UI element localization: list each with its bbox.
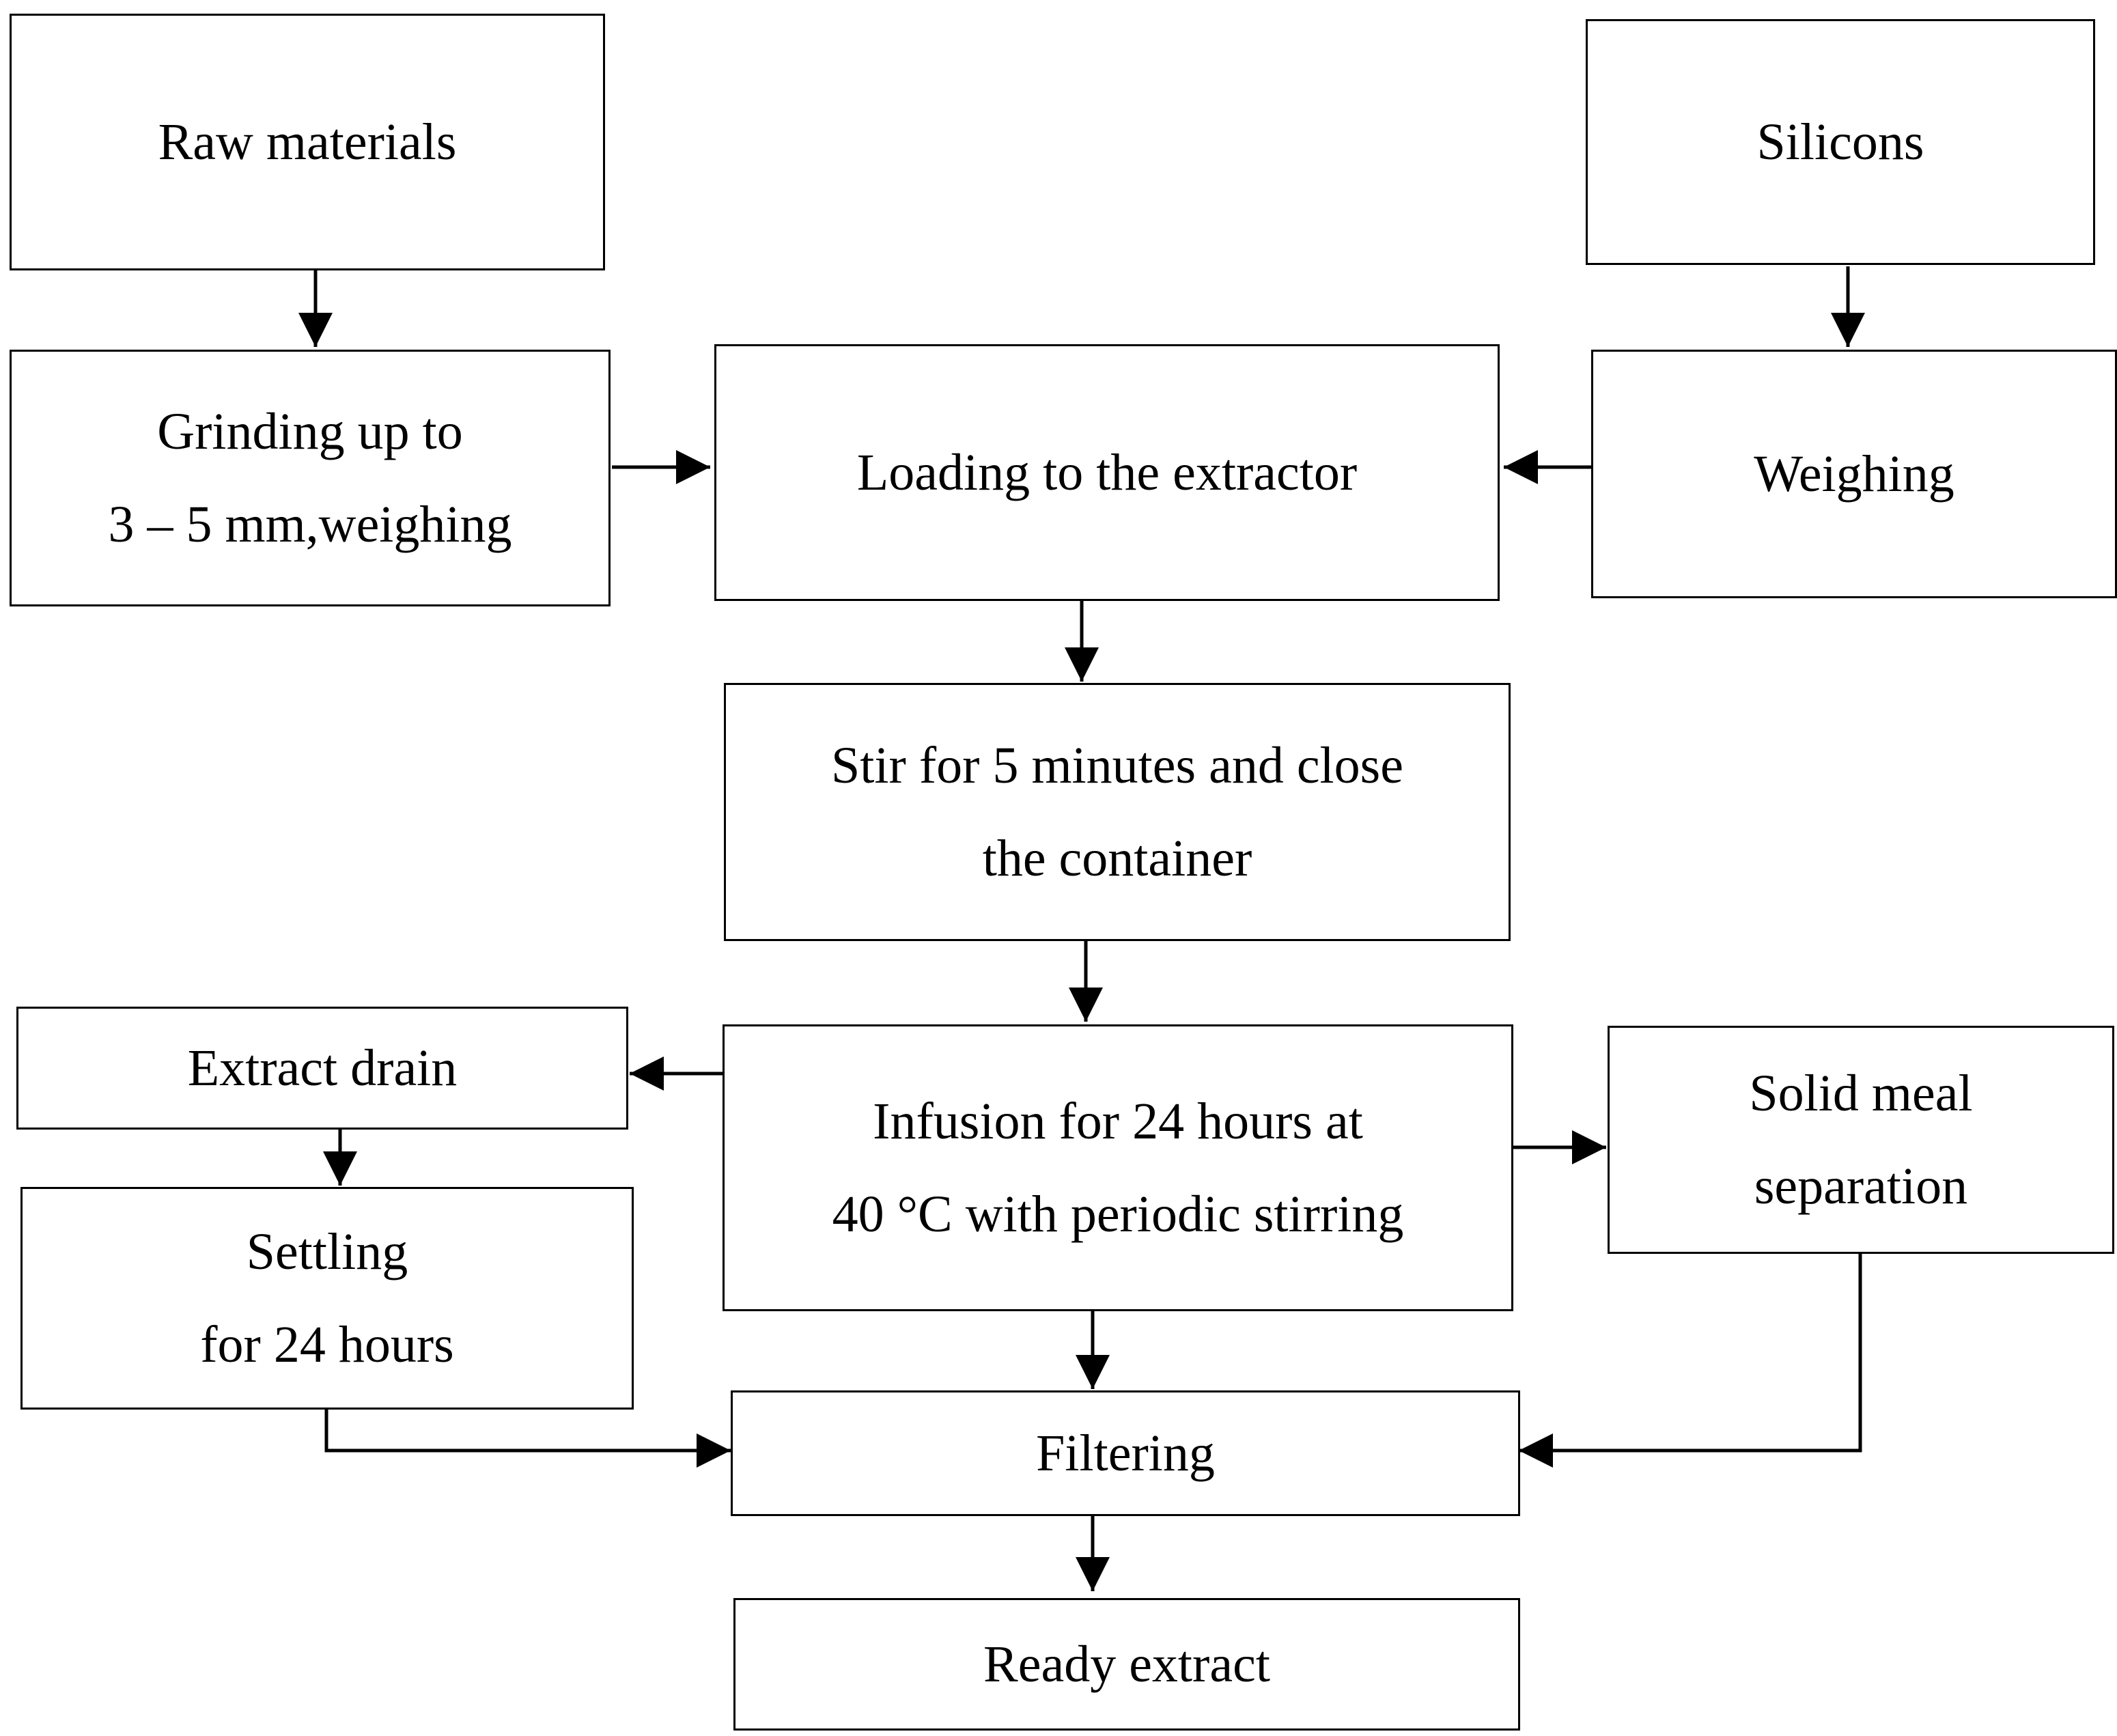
node-extract-drain: Extract drain	[16, 1007, 628, 1130]
node-solid-meal-line-1: Solid meal	[1749, 1065, 1973, 1122]
node-loading: Loading to the extractor	[714, 344, 1500, 601]
node-extract-drain-line-1: Extract drain	[187, 1039, 458, 1097]
node-weighing-line-1: Weighing	[1754, 445, 1954, 503]
node-ready-extract-line-1: Ready extract	[983, 1636, 1270, 1693]
node-weighing: Weighing	[1591, 350, 2117, 598]
node-silicons-line-1: Silicons	[1756, 113, 1924, 171]
node-silicons: Silicons	[1586, 19, 2095, 265]
edge-settling-to-filtering	[324, 1410, 731, 1468]
node-filtering-line-1: Filtering	[1036, 1425, 1215, 1482]
node-stir: Stir for 5 minutes and close the contain…	[724, 683, 1511, 941]
node-grinding-line-1: Grinding up to	[157, 403, 463, 460]
node-raw-materials-line-1: Raw materials	[158, 113, 457, 171]
node-infusion: Infusion for 24 hours at 40 °C with peri…	[723, 1024, 1513, 1311]
node-settling-line-1: Settling	[246, 1223, 408, 1280]
edge-solid-meal-to-filtering	[1519, 1254, 1862, 1468]
node-stir-line-1: Stir for 5 minutes and close	[831, 737, 1403, 794]
node-grinding-line-2: 3 – 5 mm,weighing	[108, 496, 512, 553]
node-solid-meal-line-2: separation	[1754, 1158, 1968, 1215]
node-grinding: Grinding up to 3 – 5 mm,weighing	[10, 350, 611, 606]
node-loading-line-1: Loading to the extractor	[856, 444, 1358, 501]
node-filtering: Filtering	[731, 1390, 1520, 1516]
node-infusion-line-1: Infusion for 24 hours at	[873, 1093, 1363, 1150]
node-stir-line-2: the container	[982, 830, 1252, 887]
node-settling-line-2: for 24 hours	[200, 1316, 454, 1373]
node-raw-materials: Raw materials	[10, 14, 605, 270]
node-infusion-line-2: 40 °C with periodic stirring	[832, 1186, 1404, 1243]
node-ready-extract: Ready extract	[733, 1598, 1520, 1731]
node-solid-meal: Solid meal separation	[1608, 1026, 2114, 1254]
node-settling: Settling for 24 hours	[20, 1187, 634, 1410]
